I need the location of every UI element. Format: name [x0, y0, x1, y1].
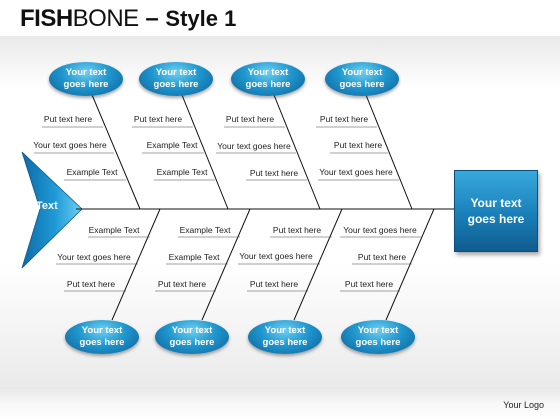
sub-cause-label: Put text here — [249, 279, 299, 289]
top-rib-2 — [179, 89, 229, 210]
cause-bubble-top-3: Your text goes here — [231, 62, 305, 96]
sub-cause-label: Put text here — [43, 114, 93, 124]
sub-cause-label: Put text here — [66, 279, 116, 289]
title-part-fish: FISH — [20, 5, 73, 32]
cause-bubble-bottom-3: Your text goes here — [248, 320, 322, 354]
cause-bubble-text: Your text goes here — [262, 325, 308, 348]
bottom-rib-1 — [111, 208, 161, 321]
sub-cause-label: Example Text — [179, 225, 231, 235]
title-part-bone: BONE — [72, 5, 140, 32]
cause-bubble-top-2: Your text goes here — [139, 62, 213, 96]
sub-cause-label: Your text goes here — [57, 252, 131, 262]
effect-box-text: Your text goes here — [467, 196, 525, 226]
cause-bubble-bottom-4: Your text goes here — [341, 320, 415, 354]
sub-cause-label: Your text goes here — [319, 167, 393, 177]
footer-gradient-band — [0, 387, 560, 420]
sub-cause-label: Example Text — [66, 167, 118, 177]
sub-cause-label: Your text goes here — [239, 251, 313, 261]
cause-bubble-text: Your text goes here — [153, 67, 199, 90]
sub-cause-label: Your text goes here — [343, 225, 417, 235]
cause-bubble-bottom-1: Your text goes here — [65, 320, 139, 354]
top-rib-1 — [89, 89, 141, 210]
sub-cause-label: Example Text — [168, 252, 220, 262]
sub-cause-label: Put text here — [333, 140, 383, 150]
logo-text: Your Logo — [503, 400, 544, 410]
sub-cause-label: Put text here — [344, 279, 394, 289]
cause-bubble-text: Your text goes here — [339, 67, 385, 90]
cause-bubble-bottom-2: Your text goes here — [155, 320, 229, 354]
cause-bubble-text: Your text goes here — [245, 67, 291, 90]
bottom-rib-4 — [385, 208, 435, 321]
bottom-rib-2 — [201, 208, 251, 321]
cause-bubble-top-1: Your text goes here — [49, 62, 123, 96]
sub-cause-label: Example Text — [156, 167, 208, 177]
cause-bubble-top-4: Your text goes here — [325, 62, 399, 96]
cause-bubble-text: Your text goes here — [169, 325, 215, 348]
sub-cause-label: Your text goes here — [217, 141, 291, 151]
slide-title: FISHBONE – Style 1 — [20, 4, 236, 34]
effect-box: Your text goes here — [454, 170, 538, 252]
sub-cause-label: Your text goes here — [33, 140, 107, 150]
bottom-rib-3 — [293, 208, 343, 321]
sub-cause-label: Put text here — [272, 225, 322, 235]
sub-cause-label: Put text here — [319, 114, 369, 124]
title-dash: – — [145, 5, 159, 32]
sub-cause-label: Put text here — [157, 279, 207, 289]
sub-cause-label: Example Text — [146, 140, 198, 150]
top-rib-3 — [271, 89, 321, 210]
sub-cause-label: Example Text — [88, 225, 140, 235]
cause-bubble-text: Your text goes here — [355, 325, 401, 348]
title-part-style: Style 1 — [165, 6, 237, 31]
cause-bubble-text: Your text goes here — [63, 67, 109, 90]
sub-cause-label: Put text here — [357, 252, 407, 262]
cause-bubble-text: Your text goes here — [79, 325, 125, 348]
top-rib-4 — [363, 89, 413, 210]
sub-cause-label: Put text here — [225, 114, 275, 124]
tail-label: Text — [36, 200, 58, 212]
sub-cause-label: Put text here — [249, 168, 299, 178]
fish-tail-shape — [21, 151, 83, 269]
sub-cause-label: Put text here — [133, 114, 183, 124]
